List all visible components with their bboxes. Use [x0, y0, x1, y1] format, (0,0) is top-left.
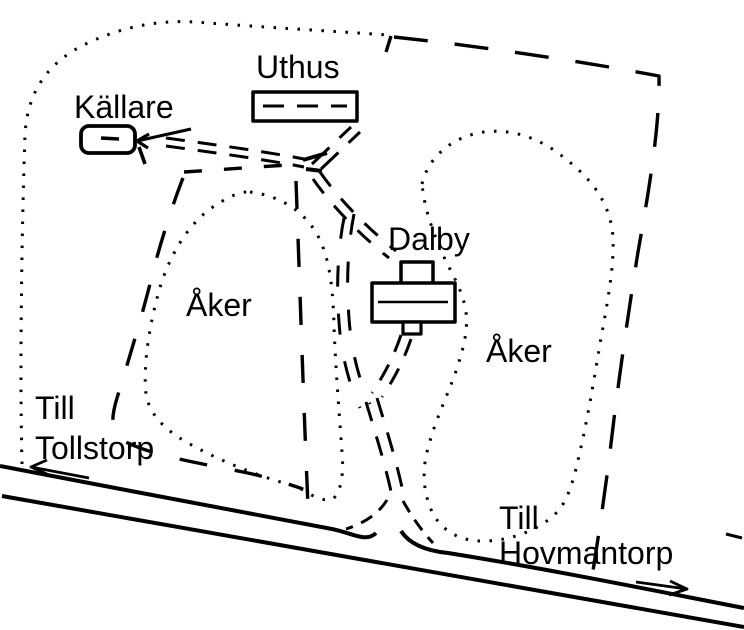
- track-door-rail-a: [380, 338, 413, 398]
- arrow-right-icon: [635, 579, 689, 597]
- road-top-line-east: [399, 529, 744, 610]
- track-kallare-to-junction: [165, 136, 305, 169]
- fence-dashed-top-line: [183, 162, 303, 174]
- label-till-hovmantorp: Till Hovmantorp: [499, 501, 673, 571]
- field-right-dotted-outline: [420, 129, 615, 543]
- track-house-door: [370, 334, 413, 398]
- track-west-of-house: [336, 213, 372, 409]
- label-till-tollstorp-line1: Till: [35, 390, 75, 426]
- road-top-line-west: [0, 464, 378, 540]
- field-right-dotted-path: [420, 129, 615, 543]
- fence-dashed-top: [183, 162, 303, 174]
- track-driveway-rail-b: [375, 397, 405, 493]
- junction-mark-1: [302, 151, 328, 162]
- track-house-rail-b: [311, 178, 390, 260]
- fence-dashed-left-line: [111, 177, 304, 491]
- dalby-house: [370, 260, 457, 336]
- hovmantorp-arrow-shaft: [635, 580, 688, 591]
- boundary-dashed-right-line: [393, 35, 661, 578]
- track-house-rail-a: [318, 171, 397, 253]
- label-aker-left: Åker: [186, 287, 252, 323]
- kallare-building: [79, 124, 192, 165]
- label-till-hovmantorp-line2: Hovmantorp: [499, 535, 674, 571]
- field-left-dotted-path: [143, 190, 345, 502]
- boundary-dashed-tick: [384, 35, 393, 53]
- tollstorp-arrow-shaft: [30, 465, 90, 480]
- driveway-flare-left: [345, 499, 389, 531]
- fence-dashed-vertical-line: [294, 180, 311, 529]
- track-west-rail-a: [346, 213, 372, 405]
- hovmantorp-arrow-head: [668, 579, 689, 597]
- driveway-flare-right: [401, 500, 435, 545]
- label-till-hovmantorp-line1: Till: [499, 500, 539, 536]
- uthus-building: [251, 90, 359, 123]
- road: [0, 464, 744, 629]
- label-kallare: Källare: [74, 89, 174, 125]
- boundary-dash-right-edge: [725, 532, 743, 540]
- tollstorp-arrow-head: [29, 458, 48, 476]
- junction-mark-2: [305, 167, 323, 173]
- kallare-pointer-arrowhead: [135, 132, 150, 150]
- boundary-dashed-right: [384, 35, 743, 578]
- kallare-outline: [79, 124, 137, 155]
- label-till-tollstorp-line2: Tollstorp: [35, 430, 155, 466]
- label-till-tollstorp: Till Tollstorp: [35, 388, 154, 468]
- field-left-dotted-outline: [143, 190, 345, 502]
- kallare-pointer-line: [136, 127, 192, 143]
- kallare-pointer-tail: [137, 146, 147, 165]
- track-west-rail-b: [336, 217, 362, 409]
- track-junction-north-rail-b: [319, 130, 362, 171]
- fence-dashed-vertical: [294, 180, 311, 529]
- track-driveway-to-road: [345, 397, 435, 545]
- arrow-left-icon: [29, 458, 90, 480]
- label-dalby: Dalby: [388, 221, 470, 257]
- kallare-inner-dash: [100, 136, 120, 141]
- road-bottom-line: [1, 494, 744, 629]
- fence-dashed-left: [111, 177, 304, 491]
- track-kallare-rail-b: [165, 144, 305, 169]
- track-junction-marks: [302, 151, 328, 173]
- track-door-rail-b: [370, 334, 403, 394]
- label-uthus: Uthus: [256, 49, 340, 85]
- track-junction-to-house: [311, 171, 397, 260]
- track-junction-north: [310, 125, 362, 171]
- track-junction-north-rail-a: [310, 125, 353, 166]
- dalby-door-step: [401, 320, 423, 336]
- dalby-porch: [399, 260, 435, 286]
- track-driveway-rail-a: [364, 401, 394, 497]
- label-aker-right: Åker: [486, 333, 552, 369]
- track-kallare-rail-a: [165, 136, 305, 161]
- uthus-outline: [251, 90, 359, 123]
